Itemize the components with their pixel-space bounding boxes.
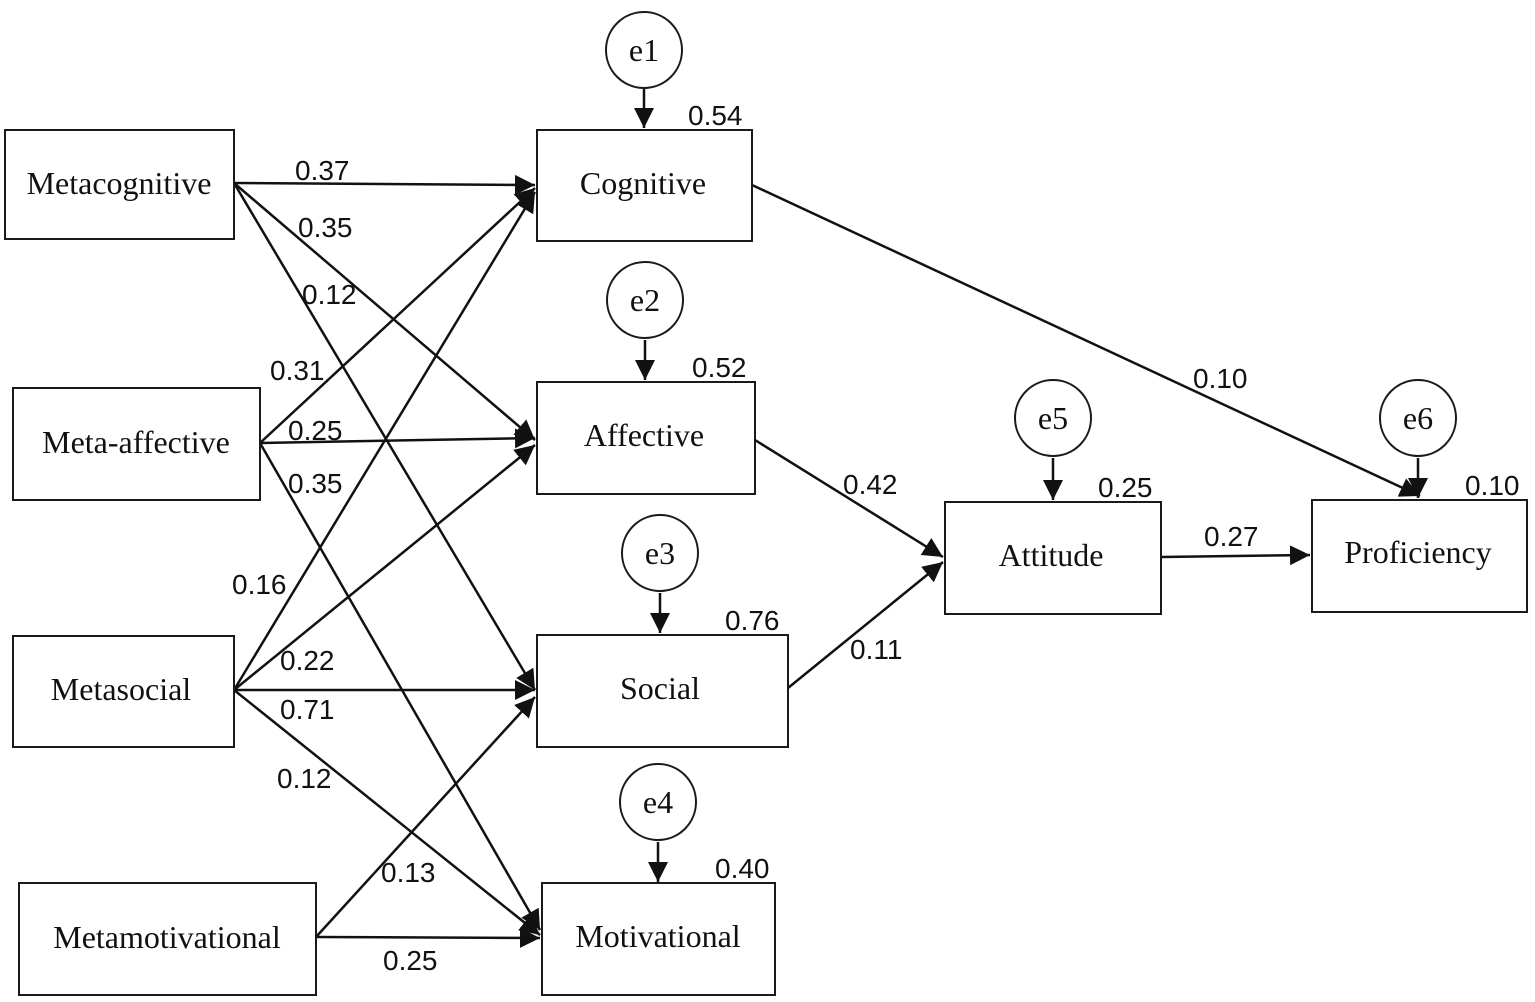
error-e6: e6: [1379, 379, 1457, 457]
node-metacognitive-label: Metacognitive: [27, 165, 212, 201]
node-metasocial: Metasocial: [12, 635, 235, 748]
edge-affective-attitude: [754, 438, 944, 559]
node-social: Social: [536, 634, 789, 748]
edge-metacognitive-affective: [233, 182, 536, 441]
edge-meta-affective-cognitive: [259, 187, 536, 444]
r2-cognitive: 0.54: [688, 100, 743, 131]
coef-metacognitive-cognitive: 0.37: [295, 155, 350, 186]
edge-metasocial-cognitive: [232, 191, 537, 691]
node-motivational: Motivational: [541, 882, 776, 996]
edge-cognitive-proficiency: [751, 183, 1421, 498]
node-motivational-label: Motivational: [575, 918, 740, 954]
edge-metasocial-affective: [233, 444, 536, 691]
node-cognitive-label: Cognitive: [580, 165, 706, 201]
error-e5-label: e5: [1038, 400, 1068, 436]
edge-metamotivational-motivational: [315, 927, 541, 948]
node-metacognitive: Metacognitive: [4, 129, 235, 240]
edge-metamotivational-social: [315, 696, 536, 938]
error-e6-label: e6: [1403, 400, 1433, 436]
r2-motivational: 0.40: [715, 853, 770, 884]
coef-metamotivational-social: 0.13: [381, 857, 436, 888]
coef-meta-affective-affective: 0.25: [288, 415, 343, 446]
error-e2: e2: [606, 261, 684, 339]
coef-metamotivational-motivational: 0.25: [383, 945, 438, 976]
error-e1-label: e1: [629, 32, 659, 68]
error-e1: e1: [605, 11, 683, 89]
edge-meta-affective-motivational: [258, 442, 542, 931]
coef-meta-affective-motivational: 0.35: [288, 468, 343, 499]
error-e2-label: e2: [630, 282, 660, 318]
error-e5: e5: [1014, 379, 1092, 457]
edge-meta-affective-affective: [259, 428, 536, 449]
r2-proficiency: 0.10: [1465, 470, 1520, 501]
node-meta-affective: Meta-affective: [12, 387, 261, 501]
edge-metacognitive-social: [232, 182, 537, 691]
coef-metasocial-affective: 0.22: [280, 645, 335, 676]
coef-metacognitive-social: 0.12: [302, 279, 357, 310]
node-metasocial-label: Metasocial: [51, 671, 192, 707]
coef-metasocial-cognitive: 0.16: [232, 569, 287, 600]
node-affective: Affective: [536, 381, 756, 495]
node-affective-label: Affective: [584, 417, 704, 453]
coef-cognitive-proficiency: 0.10: [1193, 363, 1248, 394]
node-metamotivational: Metamotivational: [18, 882, 317, 996]
node-attitude: Attitude: [944, 501, 1162, 615]
node-proficiency: Proficiency: [1311, 499, 1528, 613]
error-e3-label: e3: [645, 535, 675, 571]
coef-metasocial-motivational: 0.12: [277, 763, 332, 794]
error-e3: e3: [621, 514, 699, 592]
error-e4: e4: [619, 763, 697, 841]
r2-attitude: 0.25: [1098, 472, 1153, 503]
node-attitude-label: Attitude: [999, 537, 1104, 573]
coef-metasocial-social: 0.71: [280, 694, 335, 725]
edge-metasocial-motivational: [233, 689, 541, 936]
edge-attitude-proficiency: [1160, 545, 1311, 566]
node-proficiency-label: Proficiency: [1344, 534, 1492, 570]
node-metamotivational-label: Metamotivational: [53, 919, 281, 955]
coef-attitude-proficiency: 0.27: [1204, 521, 1259, 552]
node-cognitive: Cognitive: [536, 129, 753, 242]
r2-social: 0.76: [725, 605, 780, 636]
node-social-label: Social: [620, 670, 700, 706]
node-meta-affective-label: Meta-affective: [42, 424, 230, 460]
edge-social-attitude: [787, 561, 944, 689]
coef-affective-attitude: 0.42: [843, 469, 898, 500]
r2-affective: 0.52: [692, 352, 747, 383]
coef-meta-affective-cognitive: 0.31: [270, 355, 325, 386]
coef-social-attitude: 0.11: [850, 634, 902, 665]
error-e4-label: e4: [643, 784, 673, 820]
coef-metacognitive-affective: 0.35: [298, 212, 353, 243]
edge-metacognitive-cognitive: [233, 174, 536, 195]
